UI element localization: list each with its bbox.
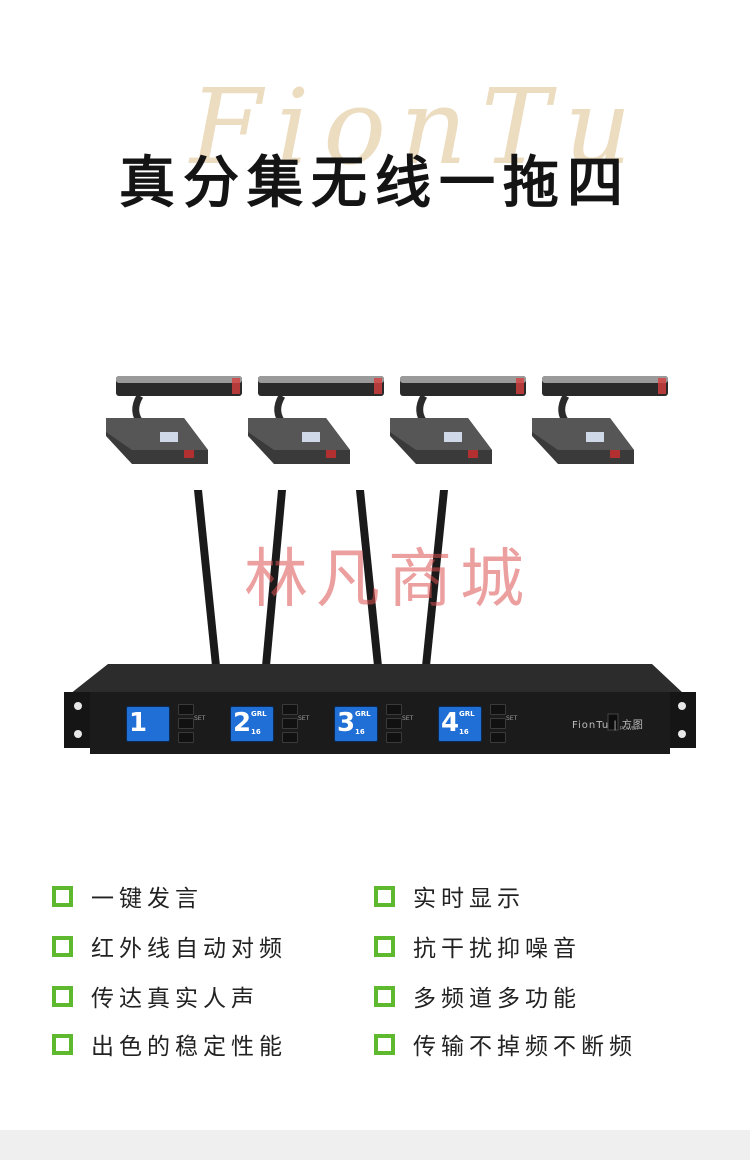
set-label: SET: [298, 715, 310, 722]
channel-lcd-3: 3 GRL 16: [334, 706, 378, 742]
channel-panel-2: 2 GRL 16 SET: [222, 698, 318, 748]
conference-mic-2: [246, 372, 388, 472]
channel-down-button[interactable]: [282, 732, 298, 743]
feature-item: 传输不掉频不断频: [374, 1024, 637, 1064]
green-square-icon: [374, 985, 395, 1007]
feature-label: 实时显示: [413, 886, 525, 912]
conference-mic-4: [530, 372, 672, 472]
feature-label: 抗干扰抑噪音: [413, 936, 581, 962]
channel-lcd-4: 4 GRL 16: [438, 706, 482, 742]
channel-up-button[interactable]: [490, 704, 506, 715]
channel-panel-1: 1 SET: [118, 698, 214, 748]
feature-item: 出色的稳定性能: [52, 1024, 287, 1064]
channel-up-button[interactable]: [282, 704, 298, 715]
channel-panel-4: 4 GRL 16 SET: [430, 698, 526, 748]
channel-number: 3: [337, 708, 356, 738]
channel-lcd-bottom: 16: [251, 728, 261, 736]
channel-lcd-top: GRL: [459, 710, 475, 718]
channel-number: 4: [441, 708, 460, 738]
antenna-3: [356, 490, 382, 666]
wireless-receiver: [60, 486, 700, 766]
set-label: SET: [194, 715, 206, 722]
channel-lcd-top: GRL: [251, 710, 267, 718]
channel-up-button[interactable]: [178, 704, 194, 715]
footer-band: [0, 1130, 750, 1160]
set-label: SET: [506, 715, 518, 722]
feature-item: 红外线自动对频: [52, 926, 287, 966]
set-label: SET: [402, 715, 414, 722]
antenna-1: [194, 490, 220, 666]
feature-item: 传达真实人声: [52, 976, 259, 1016]
channel-panel-3: 3 GRL 16 SET: [326, 698, 422, 748]
feature-label: 一键发言: [91, 886, 203, 912]
feature-item: 实时显示: [374, 876, 525, 916]
feature-label: 传输不掉频不断频: [413, 1034, 637, 1060]
green-square-icon: [52, 885, 73, 907]
page-title: 真分集无线一拖四: [119, 150, 631, 216]
channel-lcd-top: GRL: [355, 710, 371, 718]
feature-list: 一键发言 红外线自动对频 传达真实人声 出色的稳定性能 实时显示 抗干扰抑噪音 …: [0, 874, 750, 1074]
channel-set-button[interactable]: [386, 718, 402, 729]
shop-watermark: 林凡商城: [244, 543, 532, 617]
feature-item: 多频道多功能: [374, 976, 581, 1016]
channel-set-button[interactable]: [282, 718, 298, 729]
feature-label: 传达真实人声: [91, 986, 259, 1012]
channel-lcd-bottom: 16: [355, 728, 365, 736]
green-square-icon: [52, 1033, 73, 1055]
green-square-icon: [374, 935, 395, 957]
feature-label: 红外线自动对频: [91, 936, 287, 962]
feature-item: 抗干扰抑噪音: [374, 926, 581, 966]
receiver-brand-logo: FionTu | 方图: [572, 720, 644, 731]
channel-down-button[interactable]: [490, 732, 506, 743]
channel-number: 1: [129, 708, 148, 738]
channel-number: 2: [233, 708, 252, 738]
channel-lcd-2: 2 GRL 16: [230, 706, 274, 742]
green-square-icon: [52, 935, 73, 957]
channel-lcd-1: 1: [126, 706, 170, 742]
brand-watermark: FionTu: [190, 66, 646, 188]
channel-down-button[interactable]: [178, 732, 194, 743]
conference-mic-3: [388, 372, 530, 472]
antenna-2: [262, 490, 286, 666]
feature-label: 出色的稳定性能: [91, 1034, 287, 1060]
antenna-4: [422, 490, 448, 666]
channel-set-button[interactable]: [490, 718, 506, 729]
channel-down-button[interactable]: [386, 732, 402, 743]
channel-lcd-bottom: 16: [459, 728, 469, 736]
conference-mic-1: [104, 372, 246, 472]
power-switch-label: POWER: [620, 726, 639, 732]
channel-set-button[interactable]: [178, 718, 194, 729]
green-square-icon: [374, 1033, 395, 1055]
feature-label: 多频道多功能: [413, 986, 581, 1012]
feature-item: 一键发言: [52, 876, 203, 916]
green-square-icon: [52, 985, 73, 1007]
channel-up-button[interactable]: [386, 704, 402, 715]
green-square-icon: [374, 885, 395, 907]
